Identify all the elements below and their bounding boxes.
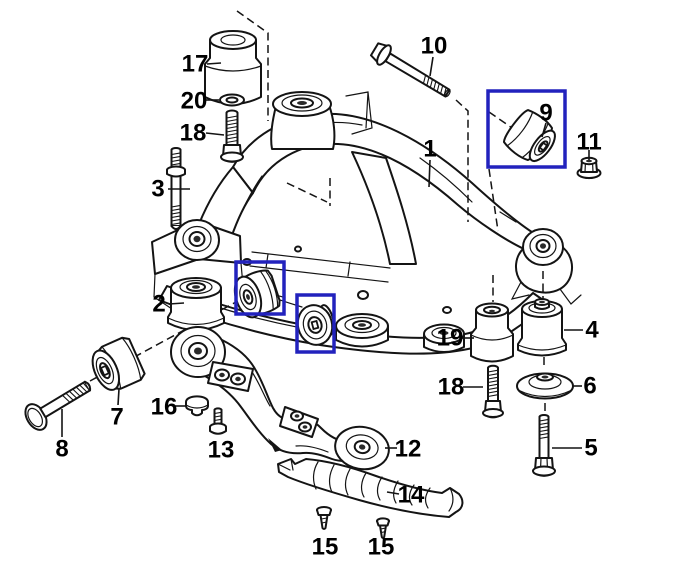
front-bushing-art (233, 269, 286, 319)
label-17: 17 (182, 51, 209, 78)
label-3: 3 (151, 176, 164, 203)
parts-layer (24, 30, 602, 539)
part-15-right-art (376, 517, 390, 539)
part-1-subframe-art (151, 91, 582, 355)
label-16: 16 (151, 394, 178, 421)
label-10: 10 (421, 33, 448, 60)
box-front-bushing (234, 260, 286, 316)
label-9: 9 (539, 100, 552, 127)
label-15a: 15 (312, 534, 339, 561)
part-20-art (219, 93, 245, 107)
part-9-art (502, 109, 556, 163)
label-4: 4 (585, 317, 599, 344)
part-14-art (277, 458, 464, 518)
label-10-leader (429, 56, 434, 77)
label-1: 1 (423, 136, 436, 163)
part-8-art (24, 380, 92, 431)
label-13: 13 (208, 437, 235, 464)
box-center-bushing (295, 293, 336, 354)
center-bushing-art (296, 304, 336, 346)
part-18-right-art (482, 364, 504, 419)
centerline-top-left (236, 10, 269, 121)
part-2-art (167, 277, 225, 331)
part-16-art (185, 395, 209, 417)
part-5-art (532, 414, 556, 477)
label-20: 20 (181, 88, 208, 115)
label-5: 5 (584, 435, 597, 462)
label-8: 8 (55, 436, 68, 463)
label-1-leader (428, 159, 431, 188)
centerline-layer (89, 10, 546, 414)
part-13-art (209, 407, 227, 435)
label-7: 7 (110, 404, 123, 431)
highlight-box-layer (234, 89, 567, 354)
label-6: 6 (583, 373, 596, 400)
label-18b: 18 (438, 374, 465, 401)
part-10-art (369, 42, 451, 98)
part-7-art (91, 336, 146, 391)
label-2-leader (168, 302, 185, 305)
box-part-9 (486, 89, 567, 169)
part-12-art (170, 326, 390, 471)
centerline-bolt-10 (455, 99, 469, 222)
label-19: 19 (437, 325, 464, 352)
part-15-left-art (316, 506, 332, 530)
part-19-art (470, 302, 514, 363)
part-4-art (517, 298, 567, 357)
hidden-edge-diagonal (286, 182, 328, 203)
label-9-leader (541, 122, 547, 138)
label-18a-leader (205, 132, 225, 136)
label-7-leader (117, 388, 120, 406)
part-11-art (576, 156, 602, 180)
label-12: 12 (395, 436, 422, 463)
label-11: 11 (576, 129, 601, 156)
part-6-art (516, 372, 574, 400)
label-18a: 18 (180, 120, 207, 147)
label-2: 2 (152, 291, 165, 318)
part-18-left-art (220, 109, 244, 163)
label-17-leader (206, 62, 222, 65)
label-14: 14 (398, 482, 425, 509)
label-14-leader (386, 491, 400, 495)
part-17-art (204, 30, 262, 105)
label-15b: 15 (368, 534, 395, 561)
part-3-art (166, 147, 186, 230)
centerline-part9-down (488, 168, 499, 232)
